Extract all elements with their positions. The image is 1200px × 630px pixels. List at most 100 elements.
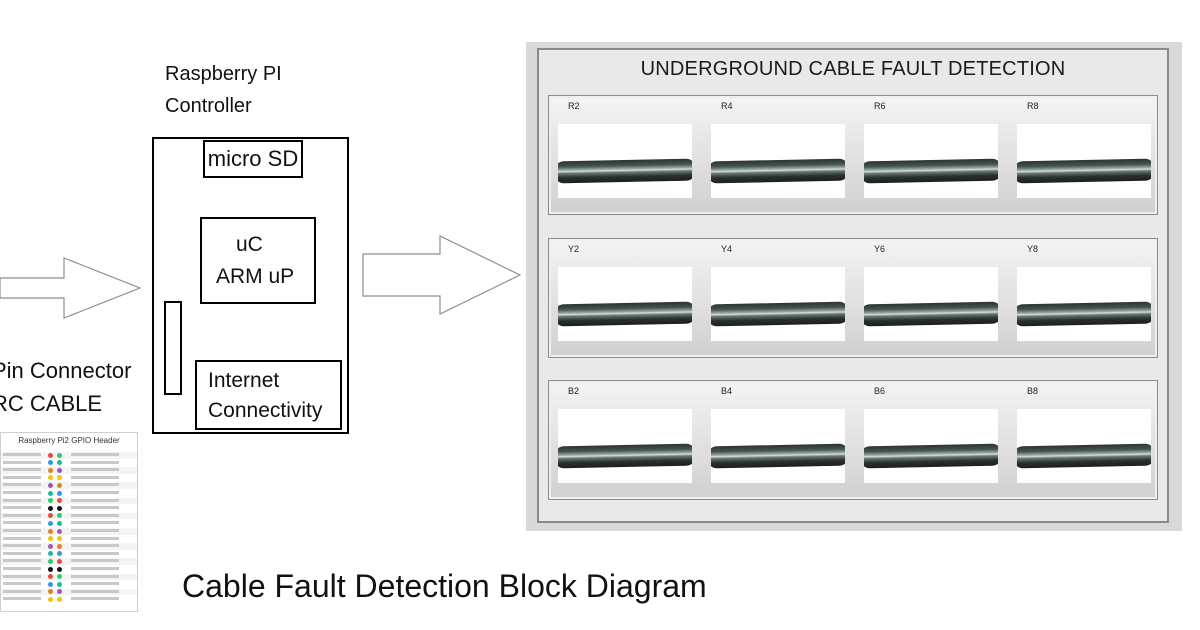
gpio-pin-name-left <box>3 460 41 464</box>
pin-connector-text: Pin Connector <box>0 358 132 383</box>
gpio-pin-icon <box>48 543 53 549</box>
gpio-pin-icon <box>57 520 62 526</box>
gpio-pin-icon <box>48 498 53 504</box>
cable-cell-label: Y6 <box>874 244 886 254</box>
gpio-pin-name-left <box>3 559 41 563</box>
gpio-pin-name-left <box>3 483 41 487</box>
gpio-pin-row <box>1 467 137 474</box>
cable-image <box>711 301 845 327</box>
gpio-pin-icon <box>57 467 62 473</box>
gpio-pin-icon <box>48 574 53 580</box>
gpio-pin-row <box>1 497 137 505</box>
cable-view <box>864 409 998 483</box>
gpio-pin-icon <box>48 452 53 458</box>
cable-image <box>1017 443 1151 469</box>
gpio-pin-name-left <box>3 529 41 532</box>
gpio-pin-icon <box>48 581 53 587</box>
gpio-pin-name-left <box>3 544 41 548</box>
cable-view <box>711 124 845 198</box>
cable-cell-label: R2 <box>568 101 580 111</box>
gpio-pin-name-right <box>71 589 119 593</box>
gpio-pin-name-left <box>3 498 41 502</box>
connectivity-text: Connectivity <box>208 399 323 422</box>
gpio-pin-icon <box>48 520 53 526</box>
gpio-pin-icon <box>57 498 62 504</box>
gpio-pin-icon <box>48 475 53 481</box>
gpio-pin-icon <box>48 513 53 519</box>
cable-cell-label: R4 <box>721 101 733 111</box>
gpio-pin-name-right <box>71 536 119 540</box>
cable-cell-label: Y8 <box>1027 244 1039 254</box>
gpio-pin-icon <box>57 551 62 557</box>
gpio-pin-icon <box>48 490 53 496</box>
microcontroller-block: uC ARM uP <box>200 217 316 304</box>
gpio-pin-name-left <box>3 506 41 510</box>
internet-text: Internet <box>208 369 280 392</box>
gpio-pin-icon <box>57 536 62 542</box>
gpio-pin-name-left <box>3 491 41 494</box>
gpio-pin-row <box>1 459 137 467</box>
microcontroller-label: uC ARM uP <box>216 229 294 293</box>
gpio-pin-name-right <box>71 529 119 532</box>
cable-view <box>558 409 692 483</box>
gpio-header-image: Raspberry Pi2 GPIO Header <box>0 432 138 612</box>
cable-image <box>864 158 998 184</box>
gpio-pin-icon <box>57 589 62 595</box>
gpio-pin-row <box>1 490 137 497</box>
gpio-pin-name-right <box>71 597 119 601</box>
gpio-pin-icon <box>48 460 53 466</box>
gpio-pin-row <box>1 505 137 512</box>
gpio-pin-row <box>1 581 137 588</box>
arm-up-text: ARM uP <box>216 265 295 288</box>
gpio-pin-icon <box>57 581 62 587</box>
internet-connectivity-block: Internet Connectivity <box>195 360 342 430</box>
gpio-pin-name-right <box>71 506 119 510</box>
cable-cell-label: R8 <box>1027 101 1039 111</box>
raspberry-pi-block <box>152 137 349 434</box>
gpio-pin-name-left <box>3 589 41 593</box>
cable-image <box>711 443 845 469</box>
gpio-pin-name-right <box>71 574 119 578</box>
gpio-pin-name-right <box>71 544 119 548</box>
cable-view <box>558 267 692 341</box>
gpio-pin-name-right <box>71 498 119 502</box>
gpio-pin-name-right <box>71 567 119 570</box>
gpio-pin-name-left <box>3 574 41 578</box>
gpio-pin-name-right <box>71 491 119 494</box>
gpio-pin-icon <box>57 558 62 564</box>
gpio-pin-name-left <box>3 567 41 570</box>
gpio-pin-name-right <box>71 559 119 563</box>
controller-title: Raspberry PI Controller <box>165 58 282 122</box>
cable-cell-label: Y2 <box>568 244 580 254</box>
gpio-pin-name-right <box>71 521 119 525</box>
controller-title-line2: Controller <box>165 95 252 117</box>
gpio-pin-name-right <box>71 483 119 487</box>
cable-cell-label: B6 <box>874 386 886 396</box>
uc-text: uC <box>236 233 263 256</box>
gpio-pin-row <box>1 520 137 527</box>
gpio-pin-icon <box>48 482 53 488</box>
gpio-pin-name-left <box>3 536 41 540</box>
gpio-pin-row <box>1 558 137 565</box>
gpio-pin-icon <box>57 574 62 580</box>
gpio-pin-row <box>1 566 137 573</box>
micro-sd-label: micro SD <box>207 146 299 171</box>
cable-cell-label: R6 <box>874 101 886 111</box>
input-arrow <box>0 257 142 319</box>
gpio-pin-icon <box>57 566 62 572</box>
gpio-pin-name-right <box>71 468 119 472</box>
cable-view <box>864 267 998 341</box>
gpio-pin-name-left <box>3 475 41 479</box>
gpio-pin-icon <box>48 558 53 564</box>
gpio-pin-icon <box>48 596 53 602</box>
cable-group-row: R2 R4 R6 R8 <box>548 95 1158 215</box>
rc-cable-text: RC CABLE <box>0 391 103 416</box>
gpio-pin-row <box>1 512 137 520</box>
gpio-pin-icon <box>57 482 62 488</box>
gpio-pin-name-left <box>3 453 41 456</box>
cable-image <box>711 158 845 184</box>
panel-title: UNDERGROUND CABLE FAULT DETECTION <box>640 58 1066 80</box>
gpio-pin-icon <box>57 460 62 466</box>
